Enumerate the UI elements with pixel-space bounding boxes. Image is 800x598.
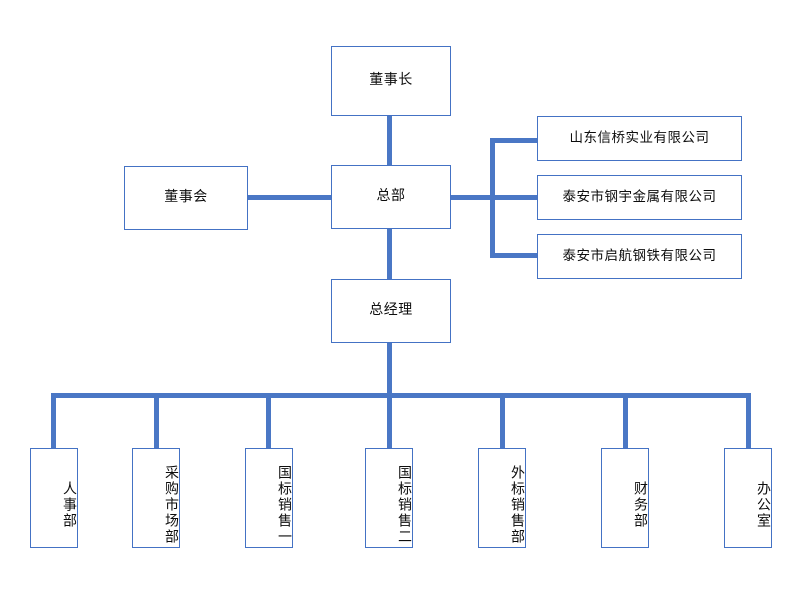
connector-headquarters-to-general-manager [387,228,392,279]
node-department-bangongshi[interactable]: 办公室 [724,448,772,548]
node-subsidiary-1[interactable]: 山东信桥实业有限公司 [537,116,742,161]
node-board-of-directors[interactable]: 董事会 [124,166,248,230]
connector-department-drop-7 [746,393,751,448]
connector-department-drop-1 [51,393,56,448]
connector-headquarters-to-subsidiary-spine [450,195,495,200]
node-department-guobiaoxiaoshouer[interactable]: 国标销售二 [365,448,413,548]
node-department-renshibu[interactable]: 人事部 [30,448,78,548]
node-department-caigoushichangbu[interactable]: 采购市场部 [132,448,180,548]
connector-subsidiary-arm-1 [490,138,538,143]
connector-department-drop-2 [154,393,159,448]
connector-subsidiary-arm-2 [490,195,538,200]
connector-department-drop-3 [266,393,271,448]
connector-subsidiary-arm-3 [490,253,538,258]
node-department-waibiaoxiaoshoubu[interactable]: 外标销售部 [478,448,526,548]
connector-department-drop-6 [623,393,628,448]
connector-chairman-to-headquarters [387,115,392,166]
node-chairman[interactable]: 董事长 [331,46,451,116]
node-department-caiwubu[interactable]: 财务部 [601,448,649,548]
connector-board-to-headquarters [247,195,332,200]
connector-department-drop-5 [500,393,505,448]
node-department-guobiaoxiaoshouyi[interactable]: 国标销售一 [245,448,293,548]
node-subsidiary-2[interactable]: 泰安市钢宇金属有限公司 [537,175,742,220]
node-general-manager[interactable]: 总经理 [331,279,451,343]
node-headquarters[interactable]: 总部 [331,165,451,229]
node-subsidiary-3[interactable]: 泰安市启航钢铁有限公司 [537,234,742,279]
connector-general-manager-to-bus [387,342,392,397]
connector-department-drop-4 [387,393,392,448]
connector-department-bus [51,393,751,398]
